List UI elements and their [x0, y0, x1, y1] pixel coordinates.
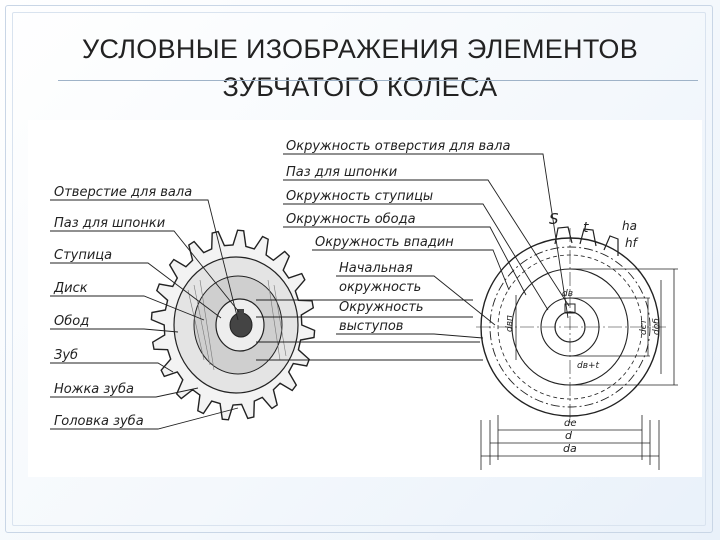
label-keyway-right: Паз для шпонки: [286, 165, 397, 180]
dim-de: de: [564, 418, 577, 429]
title-underline: [58, 80, 698, 81]
dim-dvt: dв+t: [577, 361, 600, 371]
shaft-hole: [229, 312, 253, 338]
slide-frame: [5, 5, 713, 533]
gear-3d-view: [150, 229, 316, 421]
gear-shading: [187, 279, 287, 371]
label-keyway: Паз для шпонки: [54, 216, 165, 231]
dimension-labels: S t hа hf de d dа dв+t dв dвп dст dоб: [505, 210, 662, 455]
right-leader-lines: [256, 153, 570, 361]
right-labels: Окружность отверстия для вала Паз для шп…: [286, 139, 510, 334]
dim-da: dа: [563, 442, 577, 455]
right-dimension-lines: [515, 268, 678, 386]
label-tooth-head: Головка зуба: [54, 414, 144, 429]
label-tooth-root: Ножка зуба: [54, 382, 134, 397]
keyway-slot: [237, 309, 244, 315]
label-hub: Ступица: [54, 248, 112, 263]
dim-t: t: [583, 220, 589, 236]
dim-dv: dв: [562, 289, 573, 299]
title-line-2: ЗУБЧАТОГО КОЛЕСА: [222, 72, 498, 102]
label-shaft-hole: Отверстие для вала: [54, 185, 192, 200]
label-tip-line1: Окружность: [339, 300, 424, 315]
dim-dst: dст: [639, 318, 649, 335]
label-tooth: Зуб: [54, 348, 78, 363]
title-line-1: УСЛОВНЫЕ ИЗОБРАЖЕНИЯ ЭЛЕМЕНТОВ: [81, 34, 639, 64]
label-hub-circle: Окружность ступицы: [286, 189, 433, 204]
label-disc: Диск: [53, 281, 88, 296]
dim-ha: hа: [622, 219, 637, 233]
dim-d: d: [565, 429, 573, 442]
left-labels: Отверстие для вала Паз для шпонки Ступиц…: [53, 185, 192, 429]
slide-title: УСЛОВНЫЕ ИЗОБРАЖЕНИЯ ЭЛЕМЕНТОВ ЗУБЧАТОГО…: [0, 30, 720, 106]
dim-dob: dоб: [652, 318, 662, 335]
label-rim: Обод: [54, 314, 89, 329]
label-pitch-line1: Начальная: [339, 261, 413, 276]
dim-dvp: dвп: [505, 315, 515, 332]
dim-hf: hf: [625, 236, 639, 250]
gear-diagram: Отверстие для вала Паз для шпонки Ступиц…: [28, 120, 702, 477]
left-leader-lines: [50, 199, 240, 430]
label-shaft-circle: Окружность отверстия для вала: [286, 139, 510, 154]
label-pitch-line2: окружность: [339, 280, 421, 295]
label-rim-circle: Окружность обода: [286, 212, 416, 227]
label-tip-line2: выступов: [339, 319, 403, 334]
label-root-circle: Окружность впадин: [315, 235, 454, 250]
gear-drawing-front-view: [476, 226, 678, 470]
bottom-dimension-lines: [480, 415, 660, 470]
dim-s: S: [549, 210, 559, 228]
